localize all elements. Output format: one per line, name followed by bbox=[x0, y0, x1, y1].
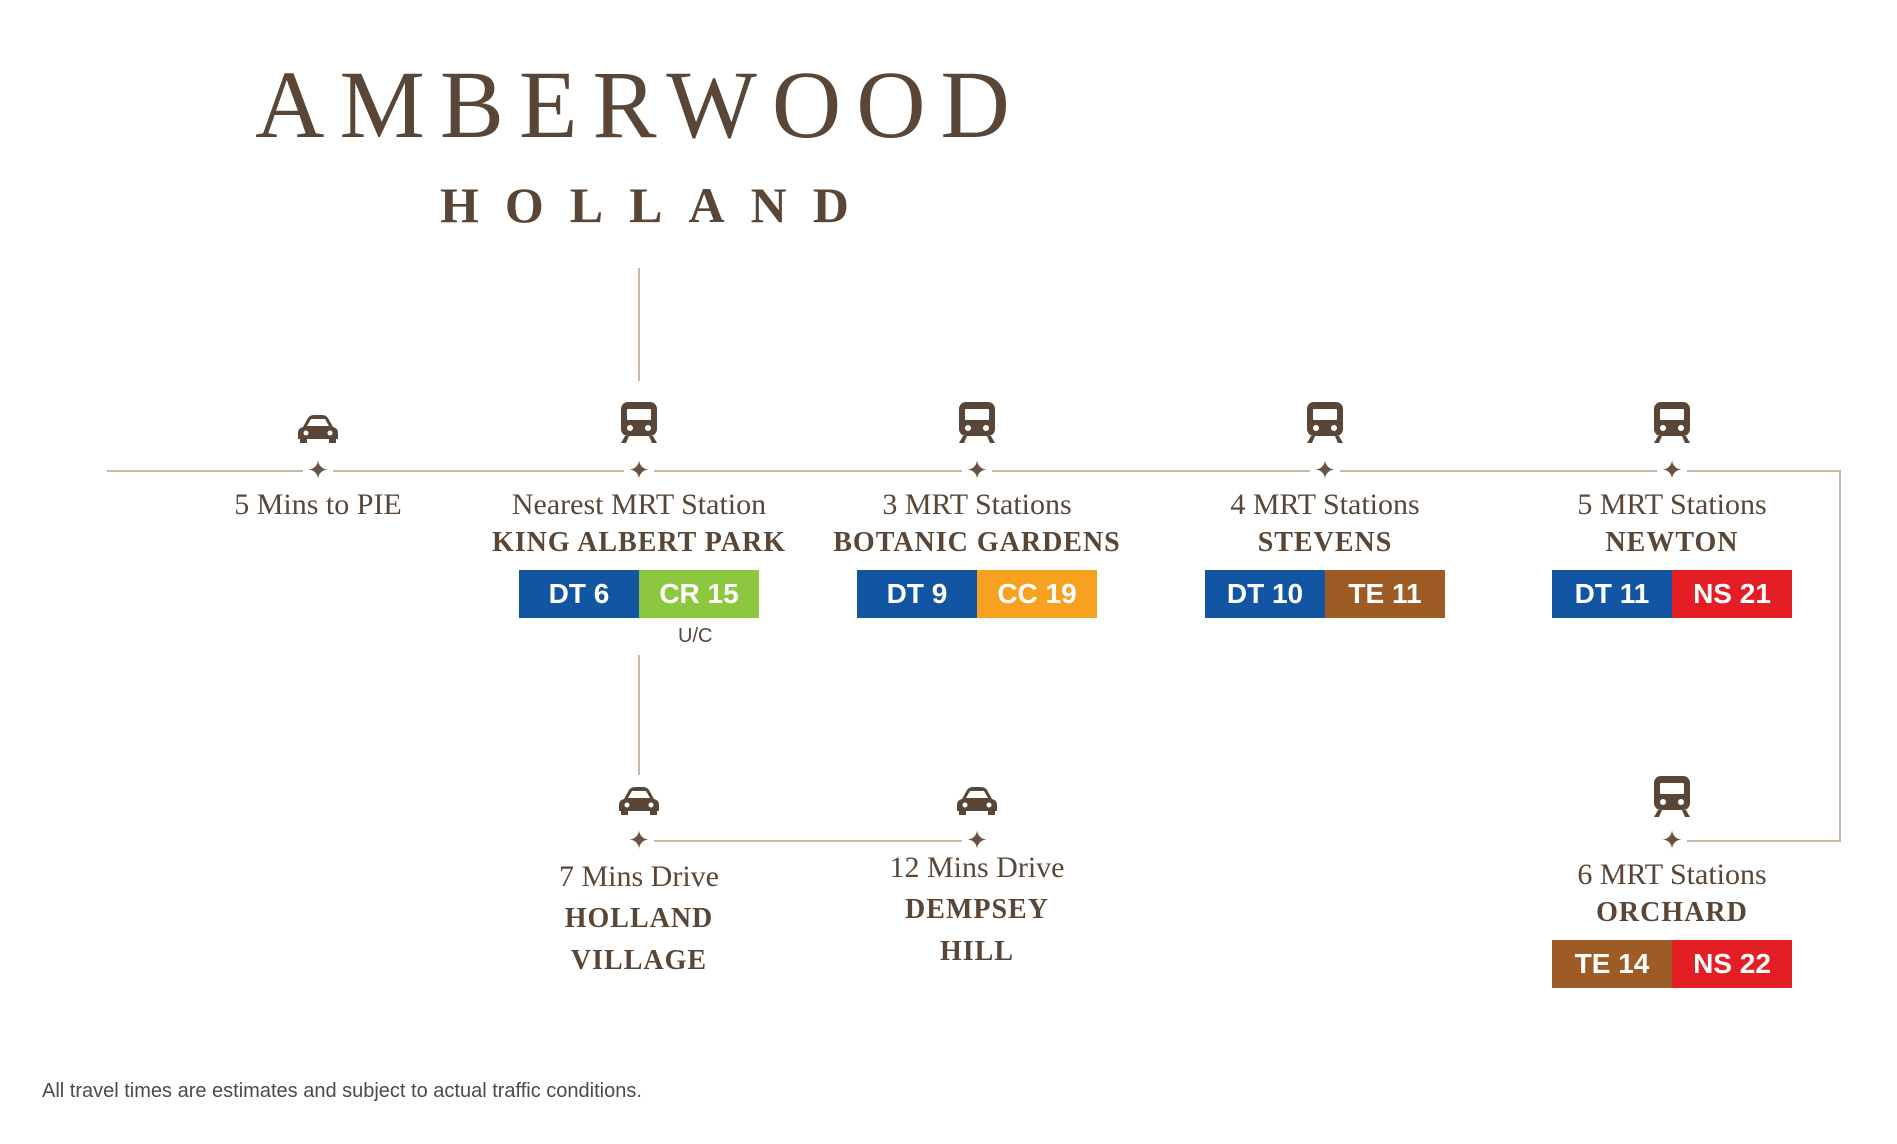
car-icon bbox=[957, 787, 997, 815]
line-badge-ns: NS 22 bbox=[1672, 940, 1792, 988]
hv-time: 7 Mins Drive bbox=[559, 860, 719, 893]
line-badge-dt: DT 11 bbox=[1552, 570, 1672, 618]
kap-station-name: KING ALBERT PARK bbox=[491, 527, 787, 558]
node-botanic-gardens bbox=[797, 400, 1157, 444]
kap-line-badges: DT 6 CR 15 bbox=[459, 570, 819, 618]
brand-subtitle: HOLLAND bbox=[440, 177, 875, 233]
node-newton-label: 5 MRT Stations NEWTON DT 11 NS 21 bbox=[1492, 486, 1852, 618]
orchard-station-name: ORCHARD bbox=[1596, 897, 1748, 928]
node-dempsey-hill bbox=[797, 785, 1157, 815]
node-king-albert-park-label: Nearest MRT Station KING ALBERT PARK DT … bbox=[459, 486, 819, 618]
train-icon bbox=[621, 402, 657, 443]
connector-bottom-right bbox=[1675, 840, 1840, 842]
under-construction-note: U/C bbox=[678, 625, 713, 647]
bg-count: 3 MRT Stations bbox=[882, 488, 1072, 521]
node-pie bbox=[138, 413, 498, 443]
connector-bottom-left bbox=[638, 840, 978, 842]
stevens-line-badges: DT 10 TE 11 bbox=[1145, 570, 1505, 618]
hv-name-line2: VILLAGE bbox=[570, 945, 708, 976]
line-badge-dt: DT 10 bbox=[1205, 570, 1325, 618]
line-badge-cr: CR 15 bbox=[639, 570, 759, 618]
bg-line-badges: DT 9 CC 19 bbox=[797, 570, 1157, 618]
newton-count: 5 MRT Stations bbox=[1577, 488, 1767, 521]
marker-star-icon: ✦ bbox=[1310, 456, 1340, 486]
train-icon bbox=[1654, 402, 1690, 443]
marker-star-icon: ✦ bbox=[303, 456, 333, 486]
dh-name-line1: DEMPSEY bbox=[905, 894, 1049, 925]
marker-star-icon: ✦ bbox=[962, 826, 992, 856]
marker-star-icon: ✦ bbox=[624, 456, 654, 486]
node-holland-village bbox=[459, 785, 819, 815]
train-icon bbox=[959, 402, 995, 443]
bg-station-name: BOTANIC GARDENS bbox=[833, 527, 1121, 558]
connector-brand-to-kap bbox=[638, 268, 640, 381]
marker-star-icon: ✦ bbox=[962, 456, 992, 486]
brand-title: AMBERWOOD bbox=[255, 51, 1025, 158]
newton-station-name: NEWTON bbox=[1605, 527, 1739, 558]
node-stevens-label: 4 MRT Stations STEVENS DT 10 TE 11 bbox=[1145, 486, 1505, 618]
train-icon bbox=[1654, 776, 1690, 817]
connector-right-vertical bbox=[1839, 470, 1841, 842]
line-badge-ns: NS 21 bbox=[1672, 570, 1792, 618]
line-badge-cc: CC 19 bbox=[977, 570, 1097, 618]
node-stevens bbox=[1145, 400, 1505, 444]
node-orchard bbox=[1492, 774, 1852, 818]
line-badge-te: TE 11 bbox=[1325, 570, 1445, 618]
marker-star-icon: ✦ bbox=[624, 826, 654, 856]
line-badge-te: TE 14 bbox=[1552, 940, 1672, 988]
marker-star-icon: ✦ bbox=[1657, 456, 1687, 486]
train-icon bbox=[1307, 402, 1343, 443]
line-badge-dt: DT 6 bbox=[519, 570, 639, 618]
hv-name-line1: HOLLAND bbox=[564, 903, 714, 934]
marker-star-icon: ✦ bbox=[1657, 826, 1687, 856]
node-pie-label: 5 Mins to PIE bbox=[138, 486, 498, 524]
orchard-count: 6 MRT Stations bbox=[1577, 858, 1767, 891]
orchard-line-badges: TE 14 NS 22 bbox=[1492, 940, 1852, 988]
node-king-albert-park bbox=[459, 400, 819, 444]
stevens-station-name: STEVENS bbox=[1257, 527, 1393, 558]
connector-kap-to-hv bbox=[638, 655, 640, 775]
node-dempsey-hill-label: 12 Mins Drive DEMPSEY HILL bbox=[797, 847, 1157, 973]
dh-time: 12 Mins Drive bbox=[889, 851, 1065, 884]
footnote: All travel times are estimates and subje… bbox=[42, 1080, 642, 1102]
node-newton bbox=[1492, 400, 1852, 444]
stevens-count: 4 MRT Stations bbox=[1230, 488, 1420, 521]
car-icon bbox=[619, 787, 659, 815]
dh-name-line2: HILL bbox=[939, 936, 1015, 967]
car-icon bbox=[298, 415, 338, 443]
newton-line-badges: DT 11 NS 21 bbox=[1492, 570, 1852, 618]
node-botanic-gardens-label: 3 MRT Stations BOTANIC GARDENS DT 9 CC 1… bbox=[797, 486, 1157, 618]
node-holland-village-label: 7 Mins Drive HOLLAND VILLAGE bbox=[459, 856, 819, 982]
line-badge-dt: DT 9 bbox=[857, 570, 977, 618]
node-pie-time: 5 Mins to PIE bbox=[234, 488, 402, 521]
node-orchard-label: 6 MRT Stations ORCHARD TE 14 NS 22 bbox=[1492, 856, 1852, 988]
kap-count: Nearest MRT Station bbox=[511, 488, 767, 521]
